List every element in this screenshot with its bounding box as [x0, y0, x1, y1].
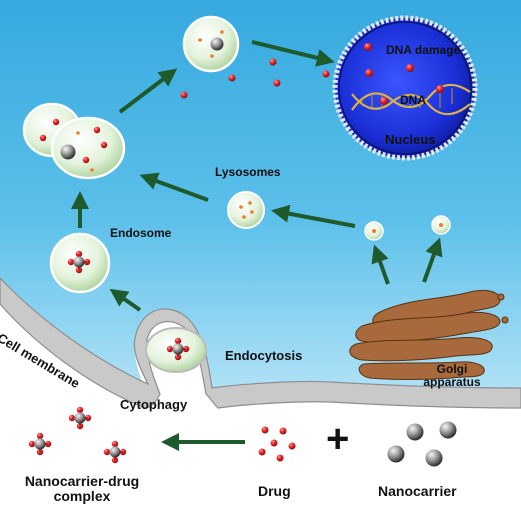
lysosome-shape [227, 191, 265, 229]
complex-icon-3 [102, 439, 128, 465]
label-complex-line2: complex [53, 487, 111, 504]
label-golgi-apparatus: Golgi apparatus [412, 363, 492, 388]
label-endosome: Endosome [110, 226, 172, 240]
label-nanocarrier: Nanocarrier [378, 483, 457, 499]
fused-vesicle-right [50, 116, 126, 180]
complex-icon-1 [67, 405, 93, 431]
label-cytophagy: Cytophagy [120, 397, 188, 412]
label-endocytosis: Endocytosis [225, 348, 303, 363]
label-drug: Drug [258, 483, 291, 499]
label-golgi-line1: Golgi [436, 362, 468, 376]
label-golgi-line2: apparatus [423, 374, 481, 389]
plus-sign: + [326, 417, 350, 461]
drug-particles [258, 426, 296, 462]
label-dna: DNA [400, 93, 426, 107]
nucleus-shape [332, 15, 478, 161]
label-nucleus: Nucleus [385, 132, 436, 147]
label-nanocarrier-drug-complex: Nanocarrier-drug complex [2, 474, 162, 503]
label-dna-damage: DNA damage [386, 43, 461, 57]
cell-membrane-band [0, 277, 521, 409]
golgi-apparatus [349, 289, 501, 380]
pathway-arrows [71, 40, 443, 312]
label-complex-line1: Nanocarrier-drug [24, 473, 140, 489]
complex-icon-2 [27, 431, 53, 457]
nanocarrier-particles [387, 421, 457, 467]
label-lysosomes: Lysosomes [215, 165, 281, 179]
dna-helix [351, 83, 471, 116]
